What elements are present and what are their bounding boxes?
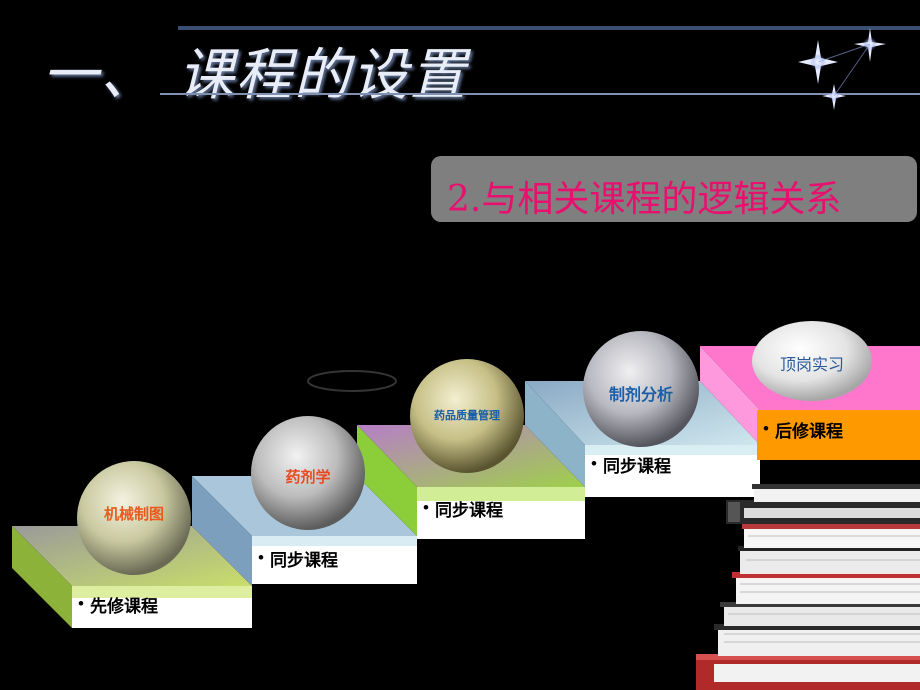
title-bottom-rule — [160, 93, 920, 95]
sparkle-stars-icon — [798, 28, 886, 110]
sphere-4 — [583, 331, 699, 447]
book-stack-icon — [696, 484, 920, 690]
step-label-1: • 先修课程 — [72, 590, 252, 618]
step-label-5-text: 后修课程 — [774, 421, 843, 441]
subtitle-box — [431, 156, 917, 222]
step-label-5: • 后修课程 — [757, 415, 920, 443]
step-label-3: • 同步课程 — [417, 494, 585, 522]
subtitle: 2.与相关课程的逻辑关系 — [447, 179, 842, 220]
bullet-icon: • — [763, 419, 769, 438]
sphere-label-3: 药品质量管理 — [434, 410, 500, 422]
bullet-icon: • — [258, 548, 264, 567]
step-label-1-text: 先修课程 — [89, 596, 158, 616]
sphere-label-4: 制剂分析 — [608, 387, 673, 404]
bullet-icon: • — [78, 594, 84, 613]
sphere-label-1: 机械制图 — [103, 506, 164, 523]
sphere-5 — [752, 321, 872, 401]
sphere-2 — [251, 416, 365, 530]
sphere-1 — [77, 461, 191, 575]
sphere-3 — [410, 359, 524, 473]
bullet-icon: • — [423, 498, 429, 517]
title-top-rule — [178, 26, 920, 30]
step-label-3-text: 同步课程 — [434, 500, 503, 520]
step-label-2: • 同步课程 — [252, 544, 417, 572]
step-label-4: • 同步课程 — [585, 450, 760, 478]
bullet-icon: • — [591, 454, 597, 473]
slide-title: 一、 课程的设置 — [42, 43, 468, 108]
sphere-label-2: 药剂学 — [285, 469, 331, 486]
sphere-label-5: 顶岗实习 — [779, 357, 844, 374]
step-label-4-text: 同步课程 — [602, 456, 671, 476]
step-label-2-text: 同步课程 — [269, 550, 338, 570]
